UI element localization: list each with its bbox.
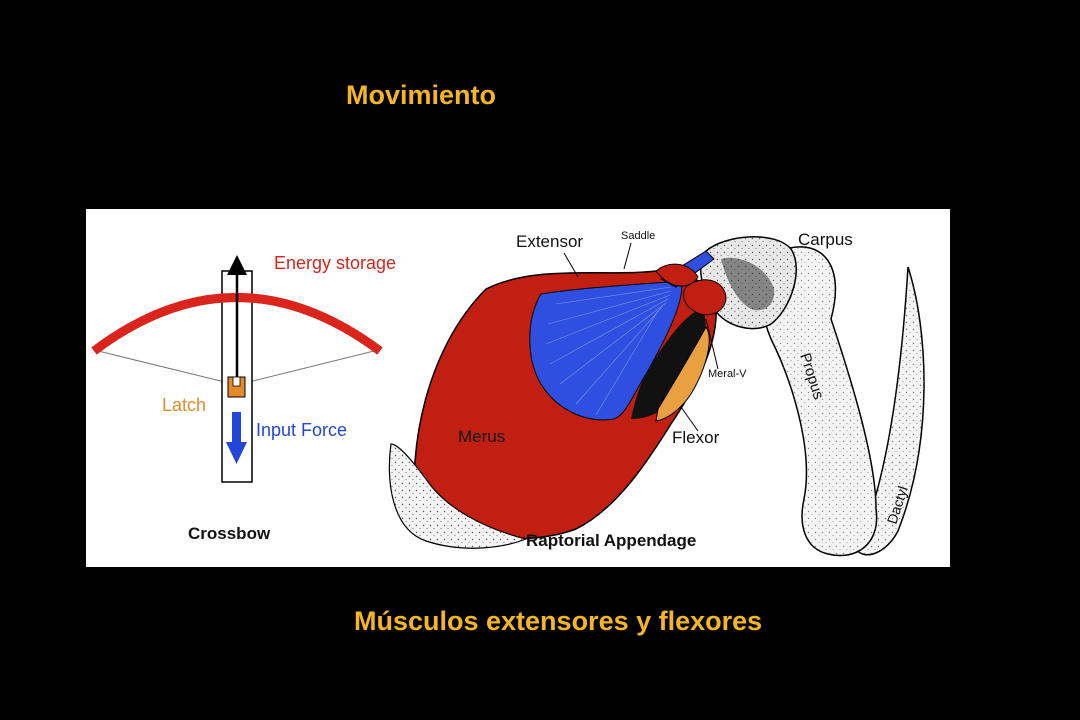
merus-cavity <box>631 309 706 419</box>
input-force-label: Input Force <box>256 420 347 440</box>
raptorial-appendage-diagram: Extensor Saddle Carpus Meral-V Propus Me… <box>388 230 925 557</box>
extensor-label: Extensor <box>516 232 583 251</box>
energy-storage-label: Energy storage <box>274 253 396 273</box>
flexor-label: Flexor <box>672 428 720 447</box>
figure-panel: Energy storage Latch Input Force Crossbo… <box>86 209 950 567</box>
figure-diagram: Energy storage Latch Input Force Crossbo… <box>91 230 925 557</box>
input-force-shaft <box>232 412 241 443</box>
slide-title: Movimiento <box>346 80 497 110</box>
saddle-structure <box>655 263 699 287</box>
latch-label: Latch <box>162 395 206 415</box>
leader-lines <box>563 242 719 432</box>
crossbow-diagram: Energy storage Latch Input Force Crossbo… <box>91 253 396 543</box>
latch-notch <box>232 376 241 387</box>
meral-v-knob <box>683 279 727 316</box>
merus-label: Merus <box>458 427 505 446</box>
flexor-muscle <box>655 326 710 422</box>
dactyl-stipple <box>856 267 925 555</box>
meral-v-label: Meral-V <box>708 368 747 380</box>
extensor-muscle <box>529 280 683 421</box>
slide-subtitle: Músculos extensores y flexores <box>354 606 763 636</box>
input-force-arrowhead <box>226 442 247 464</box>
extensor-striations <box>545 286 672 416</box>
appendage-caption: Raptorial Appendage <box>526 531 696 550</box>
carpus-shadow <box>721 257 775 311</box>
merus-base-stipple <box>389 444 526 549</box>
propus-stipple <box>761 246 877 556</box>
saddle-label: Saddle <box>621 230 655 242</box>
crossbow-caption: Crossbow <box>188 524 271 543</box>
carpus-label: Carpus <box>798 230 853 249</box>
